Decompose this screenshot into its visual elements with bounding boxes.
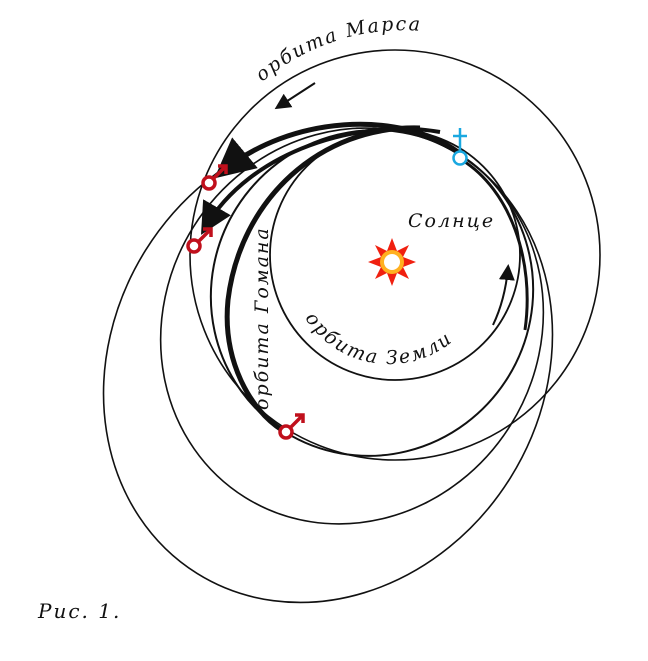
earth-orbit-label: орбита Земли [301, 308, 457, 369]
hohmann-orbit-label: орбита Гомана [251, 226, 273, 410]
earth-symbol-icon [452, 128, 468, 166]
sun-label: Солнце [408, 210, 495, 232]
transfer-ellipse-large [102, 124, 554, 604]
transfer-arc-right [461, 158, 529, 331]
figure-caption: Рис. 1. [37, 599, 121, 623]
earth-direction-arrow [492, 264, 515, 326]
transfer-arc-1 [214, 121, 460, 179]
mars-symbol-icon [201, 164, 228, 191]
sun-icon [368, 238, 416, 286]
mars-symbol-icon [186, 227, 213, 254]
mars-orbit [189, 49, 601, 461]
mars-symbol-icon [278, 413, 305, 440]
mars-direction-arrow [274, 82, 316, 110]
transfer-arc-2 [200, 126, 441, 235]
hohmann-arc [224, 125, 421, 433]
